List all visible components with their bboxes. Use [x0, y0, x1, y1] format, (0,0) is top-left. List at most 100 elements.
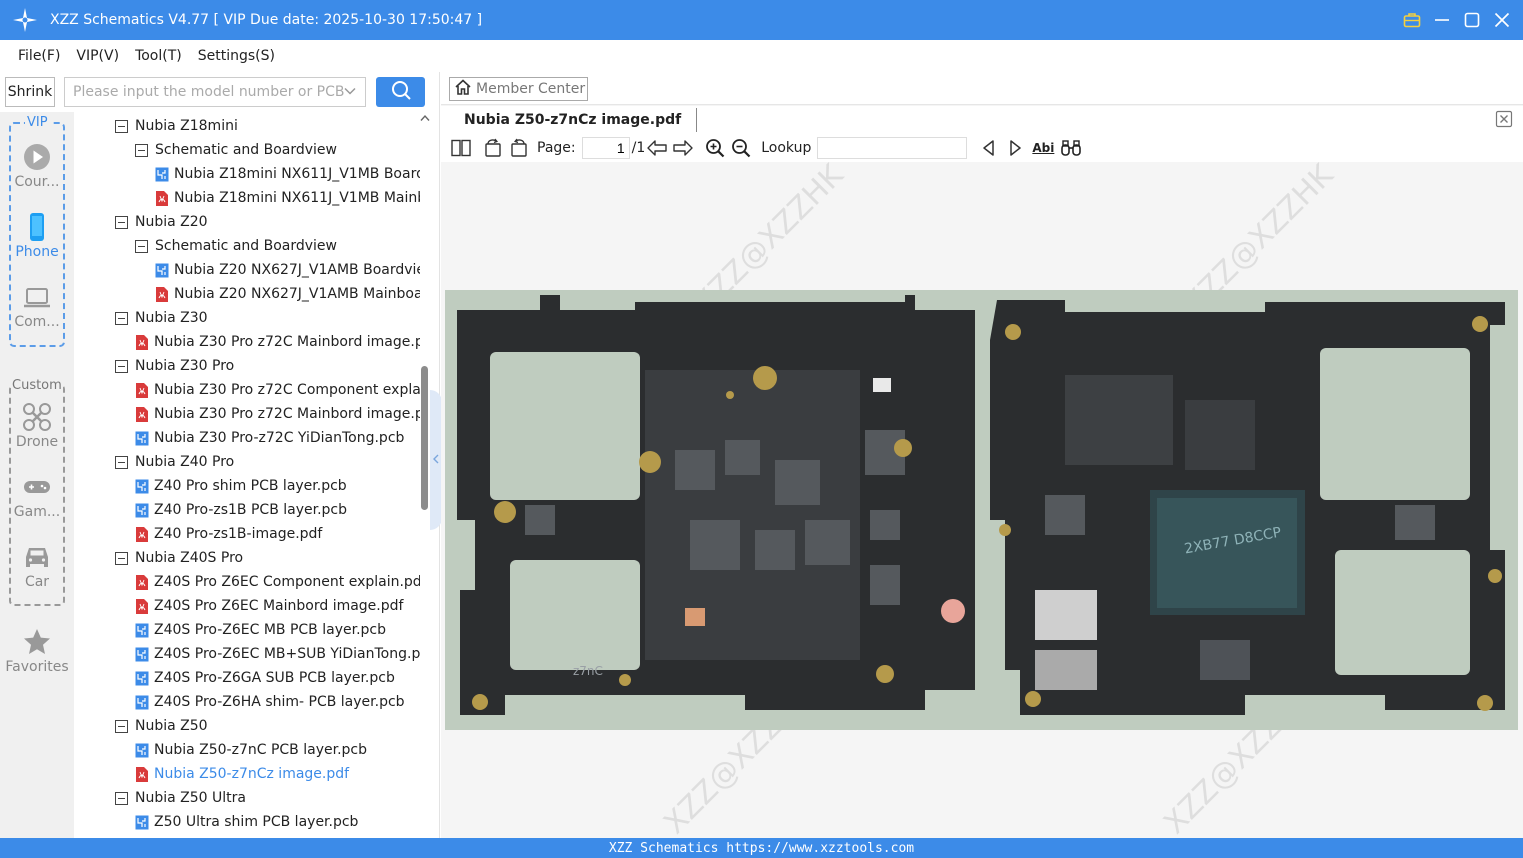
- pcb-file-icon: [135, 431, 149, 446]
- tree-file[interactable]: Nubia Z18mini NX611J_V1MB Boardview: [74, 162, 420, 186]
- nav-computer[interactable]: Com...: [0, 282, 74, 330]
- menu-file[interactable]: File(F): [18, 48, 61, 64]
- tree-file[interactable]: Z40 Pro shim PCB layer.pcb: [74, 474, 420, 498]
- tree-file[interactable]: Z40S Pro-Z6EC MB PCB layer.pcb: [74, 618, 420, 642]
- page-number-input[interactable]: [581, 137, 630, 159]
- search-button[interactable]: [376, 77, 425, 107]
- tree-file[interactable]: Z40 Pro-zs1B-image.pdf: [74, 522, 420, 546]
- category-nav: VIP Custom Cour... Phone Com...: [0, 112, 74, 838]
- document-tabs: Nubia Z50-z7nCz image.pdf: [441, 106, 1523, 134]
- tab-document[interactable]: Nubia Z50-z7nCz image.pdf: [449, 108, 698, 132]
- collapse-toggle-icon[interactable]: [115, 359, 128, 373]
- nav-courses[interactable]: Cour...: [0, 142, 74, 190]
- nav-favorites[interactable]: Favorites: [0, 627, 74, 675]
- previous-page-icon[interactable]: [645, 136, 669, 160]
- menu-settings[interactable]: Settings(S): [197, 48, 275, 64]
- pdf-file-icon: [135, 382, 149, 398]
- tree-file[interactable]: Z40 Pro-zs1B PCB layer.pcb: [74, 498, 420, 522]
- tree-file[interactable]: Nubia Z50-z7nCz image.pdf: [74, 762, 420, 786]
- tree-scroll-thumb[interactable]: [421, 366, 428, 510]
- tree-file[interactable]: Z40S Pro-Z6EC MB+SUB YiDianTong.pcb: [74, 642, 420, 666]
- collapse-toggle-icon[interactable]: [135, 239, 148, 253]
- collapse-toggle-icon[interactable]: [115, 119, 128, 133]
- nav-car-label: Car: [24, 574, 50, 590]
- title-bar: XZZ Schematics V4.77 [ VIP Due date: 202…: [0, 0, 1523, 40]
- tree-item-label: Nubia Z30 Pro z72C Mainbord image.pdf: [154, 406, 420, 422]
- tree-file[interactable]: Z40S Pro-Z6HA shim- PCB layer.pcb: [74, 690, 420, 714]
- tree-file[interactable]: Nubia Z20 NX627J_V1AMB Mainboard: [74, 282, 420, 306]
- tree-file[interactable]: Nubia Z20 NX627J_V1AMB Boardview: [74, 258, 420, 282]
- search-input[interactable]: Please input the model number or PCB: [64, 77, 366, 107]
- tree-file[interactable]: Z50 Ultra shim PCB layer.pcb: [74, 810, 420, 834]
- tree-folder[interactable]: Nubia Z30 Pro: [74, 354, 420, 378]
- collapse-toggle-icon[interactable]: [115, 215, 128, 229]
- tree-file[interactable]: Z40S Pro-Z6GA SUB PCB layer.pcb: [74, 666, 420, 690]
- tree-folder[interactable]: Nubia Z40S Pro: [74, 546, 420, 570]
- tree-file[interactable]: Nubia Z30 Pro z72C Mainbord image.pdf: [74, 402, 420, 426]
- scroll-up-icon[interactable]: [419, 114, 431, 125]
- tree-file[interactable]: Nubia Z18mini NX611J_V1MB Mainboard: [74, 186, 420, 210]
- tree-item-label: Nubia Z50: [135, 718, 208, 734]
- minimize-icon[interactable]: [1431, 9, 1453, 31]
- nav-favorites-label: Favorites: [5, 659, 69, 675]
- collapse-toggle-icon[interactable]: [115, 551, 128, 565]
- menu-bar: File(F) VIP(V) Tool(T) Settings(S): [0, 40, 1523, 72]
- tree-file[interactable]: Z40S Pro Z6EC Mainbord image.pdf: [74, 594, 420, 618]
- tree-file[interactable]: Nubia Z30 Pro-z72C YiDianTong.pcb: [74, 426, 420, 450]
- menu-vip[interactable]: VIP(V): [76, 48, 120, 64]
- page-label: Page:: [537, 140, 576, 156]
- collapse-toggle-icon[interactable]: [135, 143, 148, 157]
- maximize-icon[interactable]: [1461, 9, 1483, 31]
- lookup-input[interactable]: [817, 137, 968, 159]
- tree-file[interactable]: Nubia Z30 Pro z72C Component explain.pdf: [74, 378, 420, 402]
- find-binoculars-icon[interactable]: [1059, 136, 1083, 160]
- briefcase-icon[interactable]: [1401, 9, 1423, 31]
- collapse-toggle-icon[interactable]: [115, 311, 128, 325]
- tree-folder[interactable]: Nubia Z40 Pro: [74, 450, 420, 474]
- collapse-panel-handle[interactable]: [430, 390, 442, 530]
- find-previous-icon[interactable]: [977, 136, 1001, 160]
- menu-tool[interactable]: Tool(T): [135, 48, 182, 64]
- laptop-icon: [0, 282, 74, 312]
- zoom-in-icon[interactable]: [703, 136, 727, 160]
- tree-folder[interactable]: Schematic and Boardview: [74, 234, 420, 258]
- tree-folder[interactable]: Nubia Z20: [74, 210, 420, 234]
- chevron-down-icon[interactable]: [343, 84, 357, 102]
- nav-car[interactable]: Car: [0, 542, 74, 590]
- tree-file[interactable]: Nubia Z30 Pro z72C Mainbord image.pdf: [74, 330, 420, 354]
- tree-item-label: Nubia Z30 Pro: [135, 358, 235, 374]
- member-center-button[interactable]: Member Center: [449, 77, 588, 101]
- tree-folder[interactable]: Nubia Z50: [74, 714, 420, 738]
- shrink-button[interactable]: Shrink: [5, 77, 55, 107]
- tree-folder[interactable]: Nubia Z50 Ultra: [74, 786, 420, 810]
- tree-folder[interactable]: Nubia Z18mini: [74, 114, 420, 138]
- compass-star-icon: [12, 7, 38, 33]
- collapse-toggle-icon[interactable]: [115, 455, 128, 469]
- page-total: /1: [631, 140, 646, 156]
- rotate-right-icon[interactable]: [507, 136, 531, 160]
- pdf-file-icon: [135, 598, 149, 614]
- nav-drone[interactable]: Drone: [0, 402, 74, 450]
- tree-folder[interactable]: Nubia Z30: [74, 306, 420, 330]
- nav-phone[interactable]: Phone: [0, 212, 74, 260]
- tree-file[interactable]: Nubia Z50-z7nC PCB layer.pcb: [74, 738, 420, 762]
- close-tab-icon[interactable]: [1495, 110, 1513, 128]
- pdf-viewer[interactable]: XZZ@XZZHK XZZ@XZZHK XZZ@XZZHK XZZ@XZZHK: [441, 162, 1523, 838]
- match-case-button[interactable]: Abi: [1032, 141, 1055, 155]
- close-icon[interactable]: [1491, 9, 1513, 31]
- tree-item-label: Z40S Pro Z6EC Mainbord image.pdf: [154, 598, 404, 614]
- find-next-icon[interactable]: [1003, 136, 1027, 160]
- collapse-toggle-icon[interactable]: [115, 719, 128, 733]
- rotate-left-icon[interactable]: [481, 136, 505, 160]
- tree-file[interactable]: Z40S Pro Z6EC Component explain.pdf: [74, 570, 420, 594]
- nav-gaming[interactable]: Gam...: [0, 472, 74, 520]
- two-page-view-icon[interactable]: [449, 136, 473, 160]
- next-page-icon[interactable]: [671, 136, 695, 160]
- zoom-out-icon[interactable]: [729, 136, 753, 160]
- tree-item-label: Z40S Pro-Z6HA shim- PCB layer.pcb: [154, 694, 405, 710]
- collapse-toggle-icon[interactable]: [115, 791, 128, 805]
- tree-folder[interactable]: Schematic and Boardview: [74, 138, 420, 162]
- nav-gaming-label: Gam...: [13, 504, 61, 520]
- member-bar: Member Center: [441, 72, 1523, 105]
- tree-item-label: Nubia Z18mini: [135, 118, 238, 134]
